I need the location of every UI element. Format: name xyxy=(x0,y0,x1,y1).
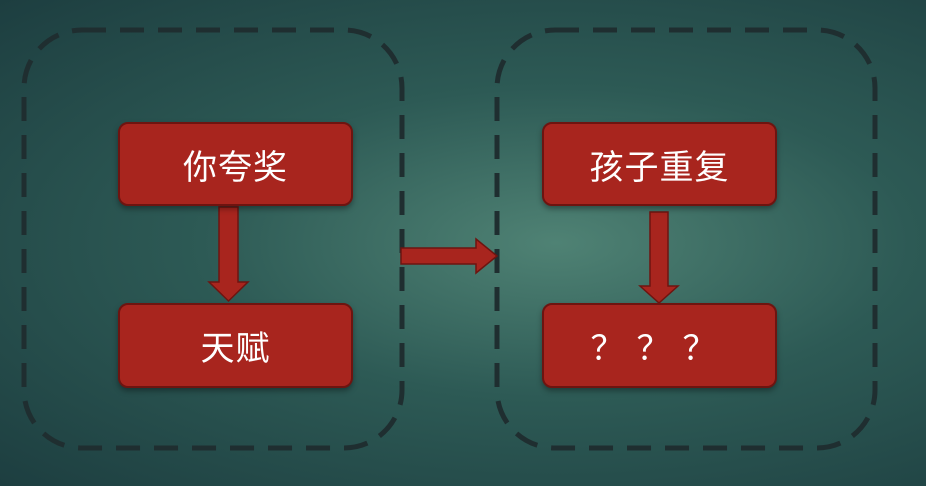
praise-node: 你夸奖 xyxy=(118,122,353,206)
group-transition-arrow xyxy=(400,237,499,275)
right-down-arrow xyxy=(638,211,680,305)
child-repeats-node: 孩子重复 xyxy=(542,122,777,206)
unknown-outcome-node-label: ？？？ xyxy=(590,329,729,369)
talent-node: 天赋 xyxy=(118,303,353,388)
unknown-outcome-node: ？？？ xyxy=(542,303,777,388)
child-repeats-node-label: 孩子重复 xyxy=(589,147,730,188)
left-down-arrow xyxy=(207,206,250,303)
talent-node-label: 天赋 xyxy=(200,329,271,369)
left-group-dashed-border xyxy=(21,27,405,451)
right-group-dashed-border xyxy=(494,27,878,451)
praise-node-label: 你夸奖 xyxy=(183,147,288,188)
